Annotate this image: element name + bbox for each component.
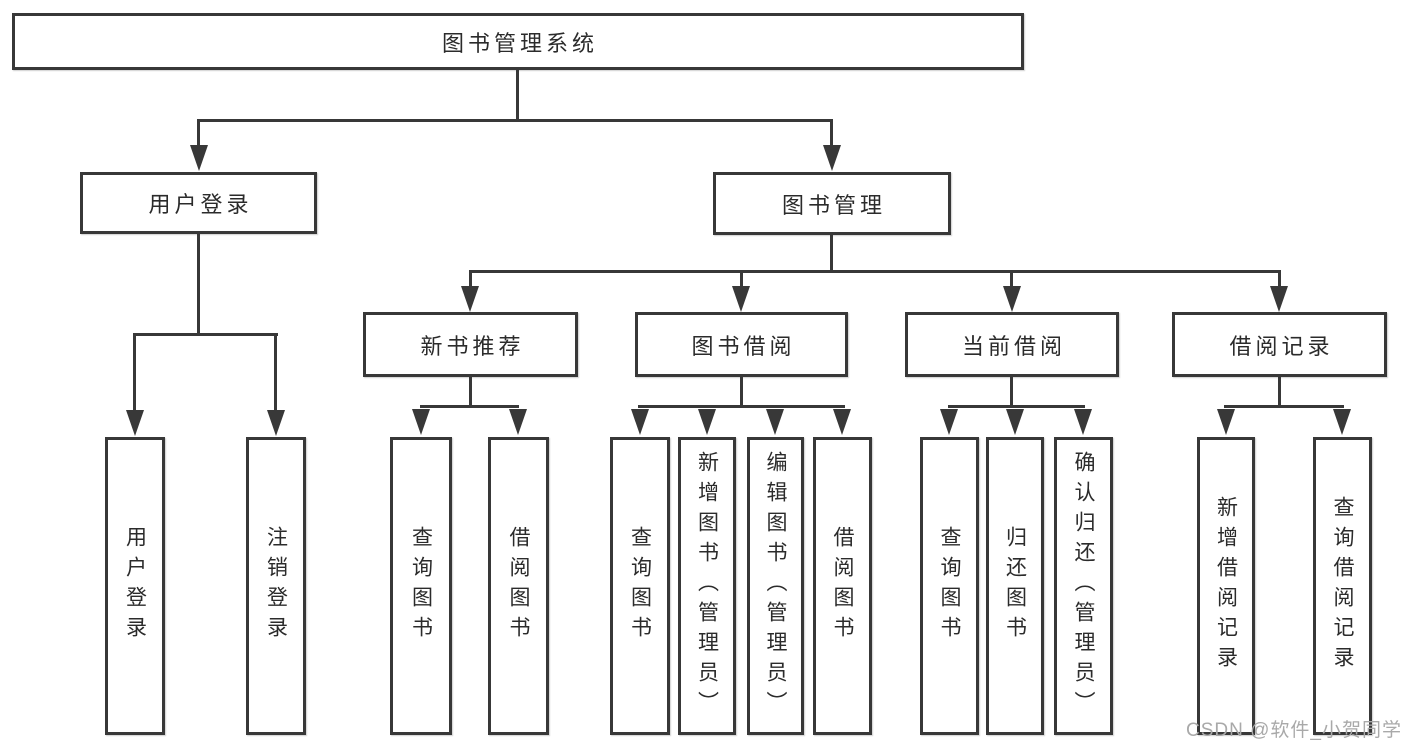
node-borrow-records-label: 借阅记录	[1229, 333, 1334, 359]
leaf-current-query-books-label: 查询图书	[938, 526, 961, 646]
connector-user-login-shaft	[197, 119, 200, 146]
connector-group1-shaft	[133, 333, 136, 411]
arrow-down-icon	[732, 286, 750, 312]
connector-group2-drop	[469, 377, 472, 408]
arrow-down-icon	[1003, 286, 1021, 312]
connector-book-borrow-shaft	[740, 270, 743, 288]
leaf-confirm-return-admin-label: 确认归还（管理员）	[1072, 451, 1095, 721]
leaf-logout: 注销登录	[246, 437, 306, 735]
connector-group3-bar	[638, 405, 845, 408]
leaf-current-query-books: 查询图书	[920, 437, 979, 735]
connector-group4-drop	[1010, 377, 1013, 408]
connector-group1-bar	[133, 333, 278, 336]
leaf-borrow-query-books: 查询图书	[610, 437, 670, 735]
connector-group3-drop	[740, 377, 743, 408]
node-book-mgmt-label: 图书管理	[781, 192, 886, 218]
leaf-confirm-return-admin: 确认归还（管理员）	[1054, 437, 1113, 735]
arrow-down-icon	[190, 145, 208, 171]
leaf-rec-borrow-books-label: 借阅图书	[507, 526, 530, 646]
leaf-borrow-query-books-label: 查询图书	[628, 526, 652, 646]
connector-group2-bar	[420, 405, 519, 408]
leaf-edit-books-admin-label: 编辑图书（管理员）	[764, 451, 787, 721]
leaf-borrow-borrow-books: 借阅图书	[813, 437, 872, 735]
connector-group5-drop	[1278, 377, 1281, 408]
arrow-down-icon	[631, 409, 649, 435]
connector-current-borrow-shaft	[1010, 270, 1013, 288]
leaf-user-login-label: 用户登录	[123, 526, 147, 646]
leaf-rec-query-books-label: 查询图书	[409, 526, 433, 646]
arrow-down-icon	[1270, 286, 1288, 312]
node-root-label: 图书管理系统	[441, 30, 598, 56]
leaf-borrow-borrow-books-label: 借阅图书	[831, 526, 854, 646]
connector-group1-shaft	[274, 333, 277, 411]
leaf-user-login: 用户登录	[105, 437, 165, 735]
node-new-book-rec: 新书推荐	[363, 312, 578, 377]
connector-level2-bar	[197, 119, 833, 122]
leaf-add-books-admin-label: 新增图书（管理员）	[695, 451, 719, 721]
arrow-down-icon	[1006, 409, 1024, 435]
leaf-return-books-label: 归还图书	[1003, 526, 1027, 646]
arrow-down-icon	[698, 409, 716, 435]
connector-borrow-records-shaft	[1278, 270, 1281, 288]
leaf-rec-query-books: 查询图书	[390, 437, 452, 735]
connector-root-drop	[516, 70, 519, 122]
arrow-down-icon	[940, 409, 958, 435]
arrow-down-icon	[823, 145, 841, 171]
leaf-query-borrow-record: 查询借阅记录	[1313, 437, 1372, 735]
arrow-down-icon	[833, 409, 851, 435]
node-user-login: 用户登录	[80, 172, 317, 234]
arrow-down-icon	[412, 409, 430, 435]
leaf-query-borrow-record-label: 查询借阅记录	[1331, 496, 1354, 676]
connector-user-login-drop	[197, 234, 200, 335]
arrow-down-icon	[267, 410, 285, 436]
leaf-add-borrow-record: 新增借阅记录	[1197, 437, 1255, 735]
node-book-borrow: 图书借阅	[635, 312, 848, 377]
node-book-borrow-label: 图书借阅	[691, 333, 796, 359]
arrow-down-icon	[461, 286, 479, 312]
leaf-return-books: 归还图书	[986, 437, 1044, 735]
csdn-watermark: CSDN @软件_小贺同学	[1186, 720, 1402, 741]
arrow-down-icon	[1333, 409, 1351, 435]
node-borrow-records: 借阅记录	[1172, 312, 1387, 377]
leaf-logout-label: 注销登录	[264, 526, 288, 646]
leaf-add-borrow-record-label: 新增借阅记录	[1214, 496, 1238, 676]
node-user-login-label: 用户登录	[148, 192, 253, 217]
node-new-book-rec-label: 新书推荐	[420, 333, 525, 359]
connector-book-mgmt-shaft	[830, 119, 833, 146]
arrow-down-icon	[1074, 409, 1092, 435]
arrow-down-icon	[1217, 409, 1235, 435]
connector-level3-bar	[469, 270, 1281, 273]
leaf-rec-borrow-books: 借阅图书	[488, 437, 549, 735]
arrow-down-icon	[126, 410, 144, 436]
connector-group5-bar	[1224, 405, 1344, 408]
node-book-mgmt: 图书管理	[713, 172, 951, 235]
arrow-down-icon	[509, 409, 527, 435]
connector-book-mgmt-drop	[830, 235, 833, 273]
leaf-add-books-admin: 新增图书（管理员）	[678, 437, 736, 735]
connector-group4-bar	[948, 405, 1085, 408]
connector-new-book-rec-shaft	[469, 270, 472, 288]
node-current-borrow: 当前借阅	[905, 312, 1119, 377]
node-current-borrow-label: 当前借阅	[961, 333, 1066, 359]
arrow-down-icon	[766, 409, 784, 435]
node-root: 图书管理系统	[12, 13, 1024, 70]
leaf-edit-books-admin: 编辑图书（管理员）	[747, 437, 804, 735]
